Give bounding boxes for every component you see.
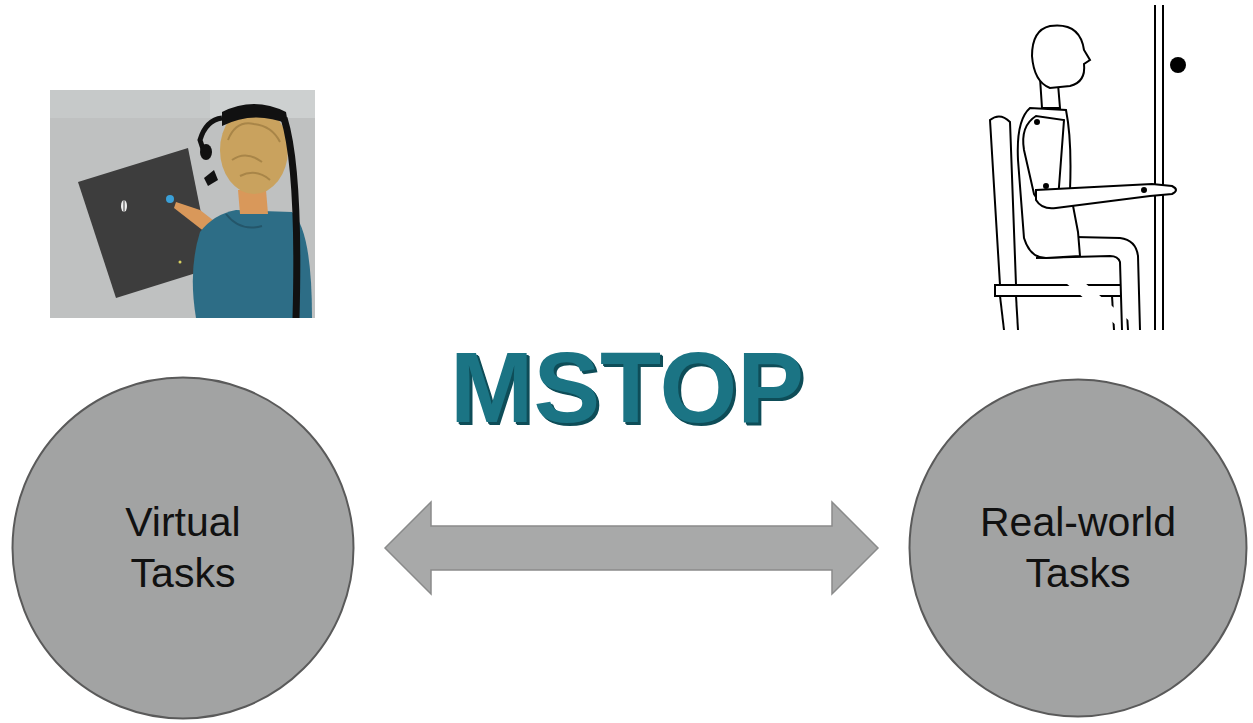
- double-block-arrow: [385, 502, 878, 594]
- node-label: Virtual Tasks: [93, 497, 273, 600]
- task-circle: Real-world Tasks: [908, 378, 1248, 718]
- node-label: Real-world Tasks: [953, 497, 1203, 600]
- virtual-task-picture: [50, 90, 315, 318]
- circle-outline: [908, 378, 1248, 718]
- circle-outline: [11, 376, 355, 720]
- real-world-task-picture: [990, 5, 1186, 330]
- task-circle: Virtual Tasks: [11, 376, 355, 720]
- diagram-title: MSTOP: [450, 330, 804, 445]
